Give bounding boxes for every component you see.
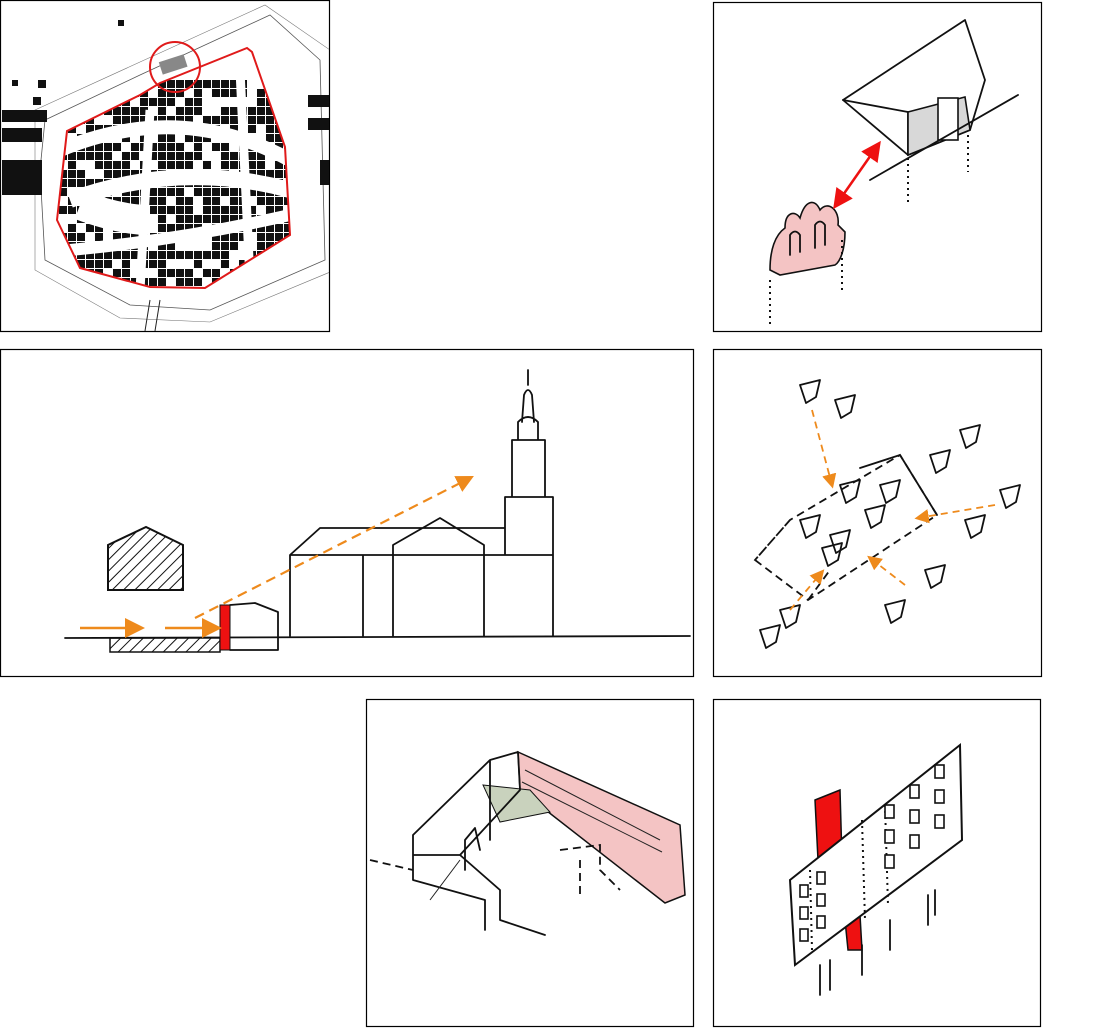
window-icon — [934, 789, 945, 804]
window-icon — [909, 809, 920, 824]
dormer-icon — [839, 479, 861, 504]
dormer-icon — [799, 379, 821, 404]
dormer-icon — [924, 564, 946, 589]
pink-facade — [769, 201, 846, 276]
relation-arrow — [833, 140, 881, 210]
dormer-icon — [799, 514, 821, 539]
dormer-icon — [879, 479, 901, 504]
highlighted-building — [158, 54, 188, 75]
window-icon — [884, 804, 895, 819]
facade-screen-sketch — [712, 698, 1042, 1028]
window-icon — [934, 814, 945, 829]
dormer-icon — [929, 449, 951, 474]
window-icon — [909, 834, 920, 849]
facade-relationship-sketch — [712, 1, 1043, 333]
window-icon — [816, 915, 826, 929]
window-icon — [884, 854, 895, 869]
dormer-icon — [834, 394, 856, 419]
window-icon — [799, 906, 809, 920]
window-icon — [934, 764, 945, 779]
dormer-icon — [884, 599, 906, 624]
window-icon — [816, 871, 826, 885]
dormer-icon — [821, 542, 843, 567]
sightline-arrow — [194, 476, 474, 619]
dormer-assembly-sketch — [712, 348, 1043, 678]
dormer-icon — [759, 624, 781, 649]
window-icon — [799, 884, 809, 898]
dormer-icon — [959, 424, 981, 449]
window-icon — [816, 893, 826, 907]
dormer-icon — [964, 514, 986, 539]
dormer-icon — [829, 529, 851, 554]
dormer-icon — [999, 484, 1021, 509]
window-icon — [884, 829, 895, 844]
dormer-icon — [864, 504, 886, 529]
section-view-sketch — [0, 348, 695, 678]
highlight-circle — [149, 41, 201, 93]
courtyard-axonometric-sketch — [365, 698, 695, 1028]
window-icon — [799, 928, 809, 942]
window-icon — [909, 784, 920, 799]
historic-town-map — [0, 0, 331, 333]
